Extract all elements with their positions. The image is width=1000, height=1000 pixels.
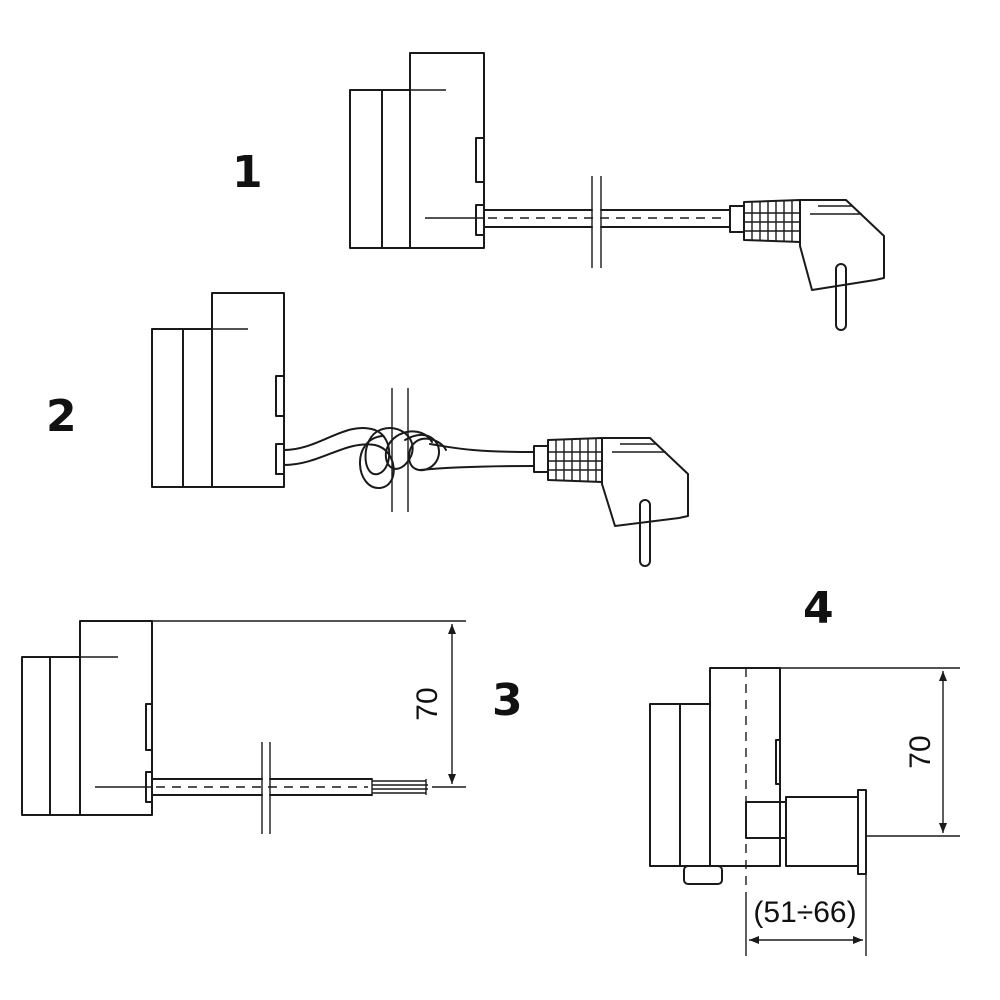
variant-4-housing: [649, 667, 781, 898]
variant-4: 4 70 (51÷66): [649, 583, 960, 956]
variant-3-wire-ends: [372, 779, 428, 795]
variant-1-plug-grip: [744, 200, 800, 242]
variant-1: 1: [232, 52, 885, 331]
variant-4-length-dimension: (51÷66): [745, 874, 867, 956]
variant-3-cable: [151, 742, 428, 834]
variant-4-height-dimension: 70: [780, 667, 960, 837]
variant-3-label: 3: [492, 675, 523, 726]
variant-3-housing: [21, 620, 153, 816]
variant-4-length-value: (51÷66): [753, 896, 856, 929]
variant-2-housing: [151, 292, 285, 488]
variant-3-height-dimension: 70: [152, 620, 466, 788]
variant-3: 3: [21, 620, 523, 834]
variant-1-plug: [729, 199, 885, 331]
variant-2-plug: [533, 437, 689, 567]
variant-1-label: 1: [232, 147, 263, 198]
variant-1-housing: [349, 52, 485, 249]
variant-3-height-value: 70: [411, 687, 444, 720]
variant-2: 2: [46, 292, 689, 567]
variant-1-cable: [483, 176, 731, 268]
variant-4-height-value: 70: [904, 735, 937, 768]
variant-2-plug-grip: [548, 438, 602, 482]
variant-2-coiled-cable: [283, 388, 535, 512]
variant-4-socket-sleeve: [745, 789, 867, 875]
variant-2-label: 2: [46, 391, 77, 442]
variant-4-label: 4: [803, 583, 834, 634]
